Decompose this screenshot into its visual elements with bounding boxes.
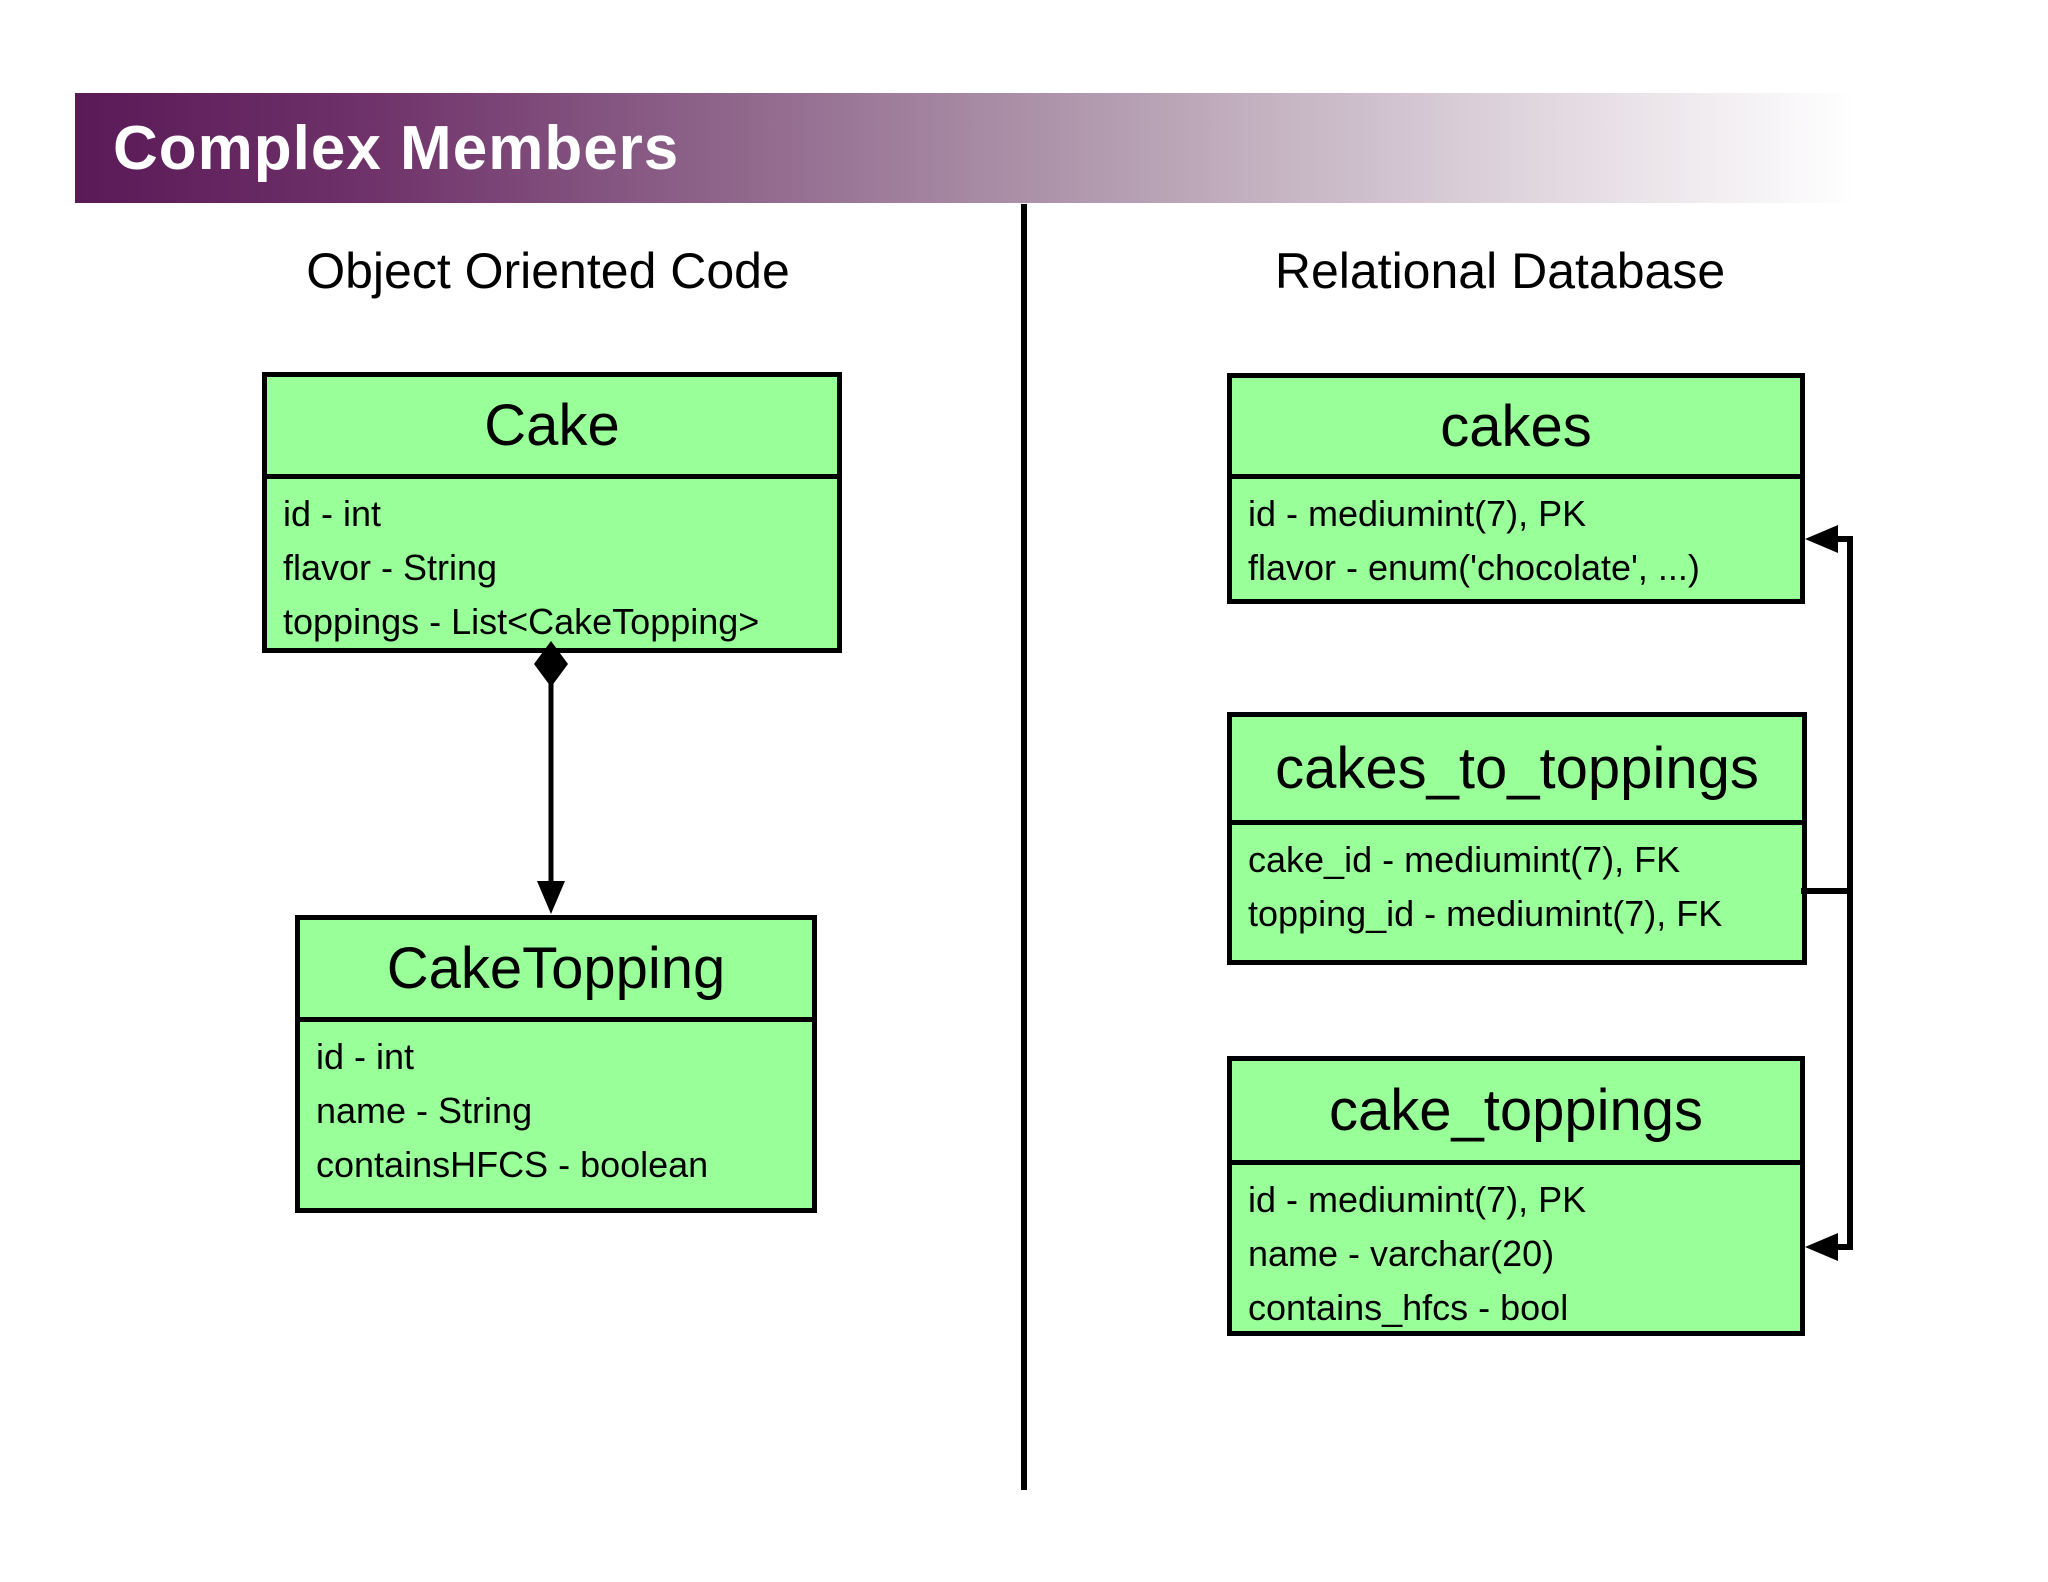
table-field: cake_id - mediumint(7), FK [1248, 839, 1681, 880]
cakes-table-title: cakes [1232, 378, 1800, 479]
column-divider [1021, 204, 1027, 1490]
table-field: topping_id - mediumint(7), FK [1248, 893, 1723, 934]
arrowhead-down-icon [537, 881, 565, 914]
caketopping-class-title: CakeTopping [300, 920, 812, 1022]
arrowhead-left-top-icon [1805, 525, 1838, 553]
table-field: contains_hfcs - bool [1248, 1287, 1569, 1328]
table-field: id - mediumint(7), PK [1248, 493, 1587, 534]
class-field: id - int [316, 1036, 415, 1077]
cake-class-title: Cake [267, 377, 837, 479]
title-bar: Complex Members [75, 93, 1855, 203]
class-field: name - String [316, 1090, 533, 1131]
cakes-table-box: cakes id - mediumint(7), PK flavor - enu… [1227, 373, 1805, 604]
class-field: flavor - String [283, 547, 498, 588]
class-field: id - int [283, 493, 382, 534]
cakes-to-toppings-table-box: cakes_to_toppings cake_id - mediumint(7)… [1227, 712, 1807, 965]
cake-class-box: Cake id - int flavor - String toppings -… [262, 372, 842, 653]
cake-toppings-table-title: cake_toppings [1232, 1061, 1800, 1165]
cake-toppings-table-box: cake_toppings id - mediumint(7), PK name… [1227, 1056, 1805, 1336]
cakes-to-toppings-table-title: cakes_to_toppings [1232, 717, 1802, 825]
right-column-heading: Relational Database [1274, 243, 1726, 299]
slide-title: Complex Members [113, 113, 680, 183]
class-field: containsHFCS - boolean [316, 1144, 709, 1185]
arrowhead-left-bottom-icon [1805, 1233, 1838, 1261]
table-field: id - mediumint(7), PK [1248, 1179, 1587, 1220]
left-column-heading: Object Oriented Code [306, 243, 790, 299]
cakes-to-toppings-table-fields: cake_id - mediumint(7), FK topping_id - … [1232, 825, 1802, 941]
table-field: flavor - enum('chocolate', ...) [1248, 547, 1700, 588]
table-field: name - varchar(20) [1248, 1233, 1555, 1274]
fk-connector-line [1818, 536, 1853, 1250]
class-field: toppings - List<CakeTopping> [283, 601, 760, 642]
caketopping-class-fields: id - int name - String containsHFCS - bo… [300, 1022, 812, 1192]
cake-class-fields: id - int flavor - String toppings - List… [267, 479, 837, 649]
caketopping-class-box: CakeTopping id - int name - String conta… [295, 915, 817, 1213]
cake-toppings-table-fields: id - mediumint(7), PK name - varchar(20)… [1232, 1165, 1800, 1335]
cakes-table-fields: id - mediumint(7), PK flavor - enum('cho… [1232, 479, 1800, 595]
